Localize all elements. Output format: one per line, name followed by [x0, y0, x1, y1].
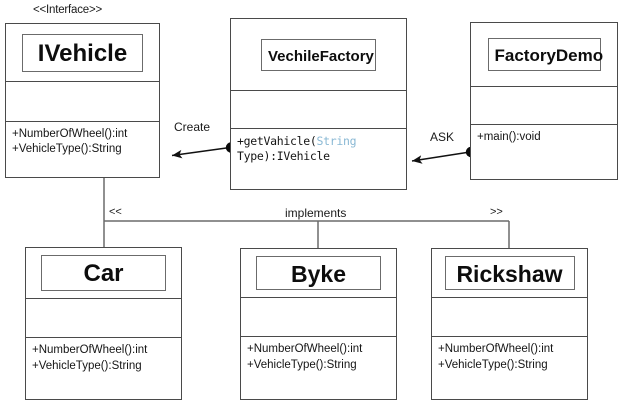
- car-methods-compartment: +NumberOfWheel():int +VehicleType():Stri…: [26, 338, 181, 399]
- rickshaw-attributes-compartment: [432, 298, 587, 337]
- ivehicle-attributes-compartment: [6, 82, 159, 122]
- ivehicle-class-name: IVehicle: [22, 33, 143, 72]
- vechilefactory-method-line-2: Type):IVehicle: [237, 149, 330, 164]
- byke-methods-compartment: +NumberOfWheel():int +VehicleType():Stri…: [241, 337, 396, 399]
- ivehicle-method-0: +NumberOfWheel():int: [12, 127, 128, 140]
- class-box-vechilefactory[interactable]: VechileFactory +getVahicle(String Type):…: [230, 18, 407, 190]
- rickshaw-class-name: Rickshaw: [444, 256, 575, 290]
- class-box-factorydemo[interactable]: FactoryDemo +main():void: [470, 22, 618, 180]
- implements-open-guillemet-label: <<: [107, 206, 124, 218]
- car-title-compartment: Car: [26, 248, 181, 299]
- ask-relation-edge: [411, 146, 477, 164]
- ivehicle-title-compartment: IVehicle: [6, 24, 159, 83]
- create-relation-label: Create: [172, 120, 213, 134]
- class-box-rickshaw[interactable]: Rickshaw +NumberOfWheel():int +VehicleTy…: [431, 248, 588, 400]
- vechilefactory-class-name: VechileFactory: [261, 38, 376, 71]
- byke-class-name: Byke: [256, 256, 381, 290]
- implements-close-guillemet-label: >>: [488, 206, 505, 218]
- rickshaw-method-1: +VehicleType():String: [438, 358, 548, 371]
- factorydemo-title-compartment: FactoryDemo: [471, 23, 617, 87]
- byke-method-1: +VehicleType():String: [247, 358, 357, 371]
- factorydemo-class-name: FactoryDemo: [487, 38, 603, 71]
- class-box-byke[interactable]: Byke +NumberOfWheel():int +VehicleType()…: [240, 248, 397, 400]
- ivehicle-method-1: +VehicleType():String: [12, 143, 122, 156]
- vechilefactory-method-line-1: +getVahicle(String: [237, 134, 400, 150]
- byke-attributes-compartment: [241, 298, 396, 337]
- ask-relation-label: ASK: [428, 130, 457, 144]
- vechilefactory-method-param-type: String: [316, 133, 357, 148]
- rickshaw-method-0: +NumberOfWheel():int: [438, 343, 554, 355]
- vechilefactory-title-compartment: VechileFactory: [231, 19, 406, 92]
- class-box-car[interactable]: Car +NumberOfWheel():int +VehicleType():…: [25, 247, 182, 400]
- vechilefactory-attributes-compartment: [231, 91, 406, 129]
- implements-relation-label: implements: [283, 206, 349, 220]
- car-method-0: +NumberOfWheel():int: [32, 344, 148, 356]
- factorydemo-attributes-compartment: [471, 87, 617, 125]
- factorydemo-method-0: +main():void: [477, 131, 541, 143]
- car-class-name: Car: [41, 255, 166, 291]
- vechilefactory-method-prefix: +getVahicle(: [237, 133, 317, 148]
- class-box-ivehicle[interactable]: IVehicle +NumberOfWheel():int +VehicleTy…: [5, 23, 160, 178]
- vechilefactory-methods-compartment: +getVahicle(String Type):IVehicle: [231, 129, 406, 189]
- car-attributes-compartment: [26, 299, 181, 338]
- create-relation-edge: [171, 142, 237, 159]
- car-method-1: +VehicleType():String: [32, 359, 142, 372]
- ivehicle-methods-compartment: +NumberOfWheel():int +VehicleType():Stri…: [6, 122, 159, 177]
- rickshaw-methods-compartment: +NumberOfWheel():int +VehicleType():Stri…: [432, 337, 587, 399]
- rickshaw-title-compartment: Rickshaw: [432, 249, 587, 298]
- factorydemo-methods-compartment: +main():void: [471, 125, 617, 179]
- ivehicle-stereotype-label: <<Interface>>: [33, 4, 103, 16]
- byke-method-0: +NumberOfWheel():int: [247, 343, 363, 355]
- byke-title-compartment: Byke: [241, 249, 396, 298]
